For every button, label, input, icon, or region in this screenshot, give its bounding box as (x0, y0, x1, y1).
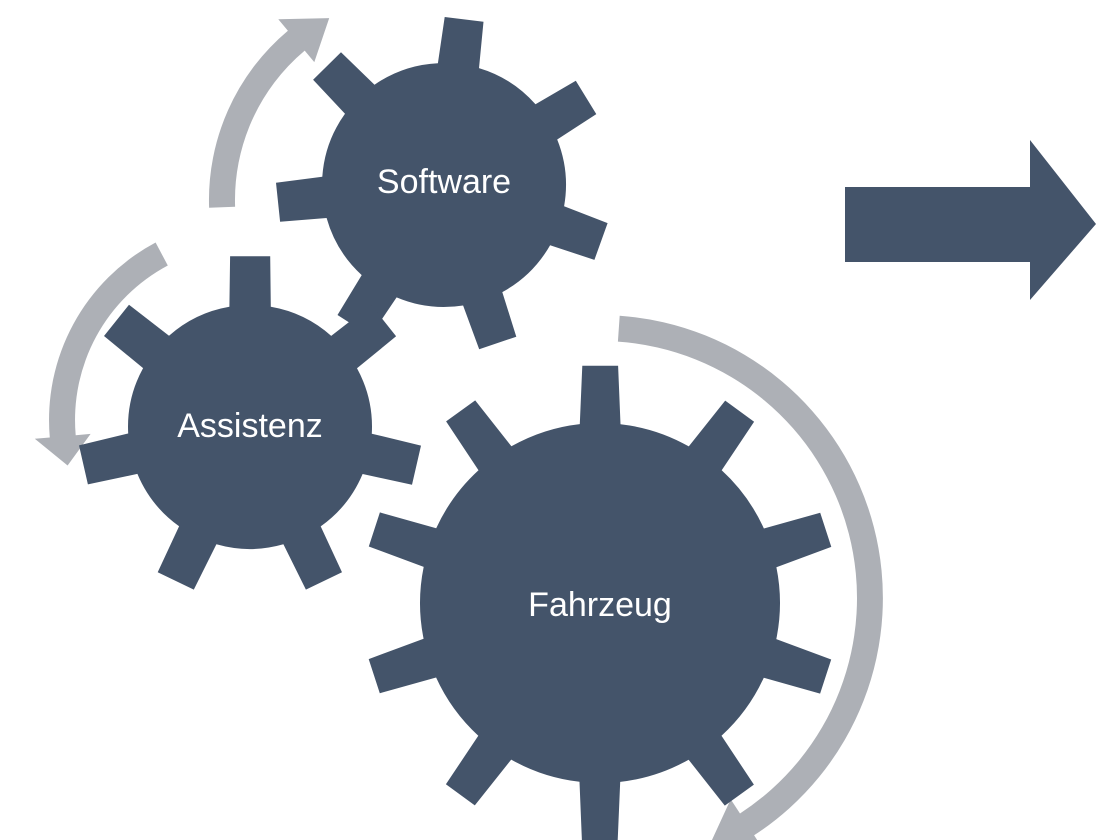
cycle-arrow-assistenz (34, 242, 168, 466)
gear-fahrzeug-label: Fahrzeug (528, 586, 672, 624)
gear-assistenz: Assistenz (79, 256, 421, 590)
cycle-arrows (34, 18, 883, 840)
cycle-arrow-fahrzeug (617, 315, 883, 840)
cycle-arrow-software (208, 18, 330, 208)
gear-software-label: Software (377, 163, 511, 201)
gear-assistenz-shape (79, 256, 421, 590)
gear-fahrzeug-shape (368, 365, 832, 840)
gear-assistenz-label: Assistenz (177, 407, 323, 445)
gear-software: Software (276, 17, 608, 350)
gear-software-shape (276, 17, 608, 350)
right-arrow-icon (845, 140, 1096, 300)
gear-fahrzeug: Fahrzeug (368, 365, 832, 840)
